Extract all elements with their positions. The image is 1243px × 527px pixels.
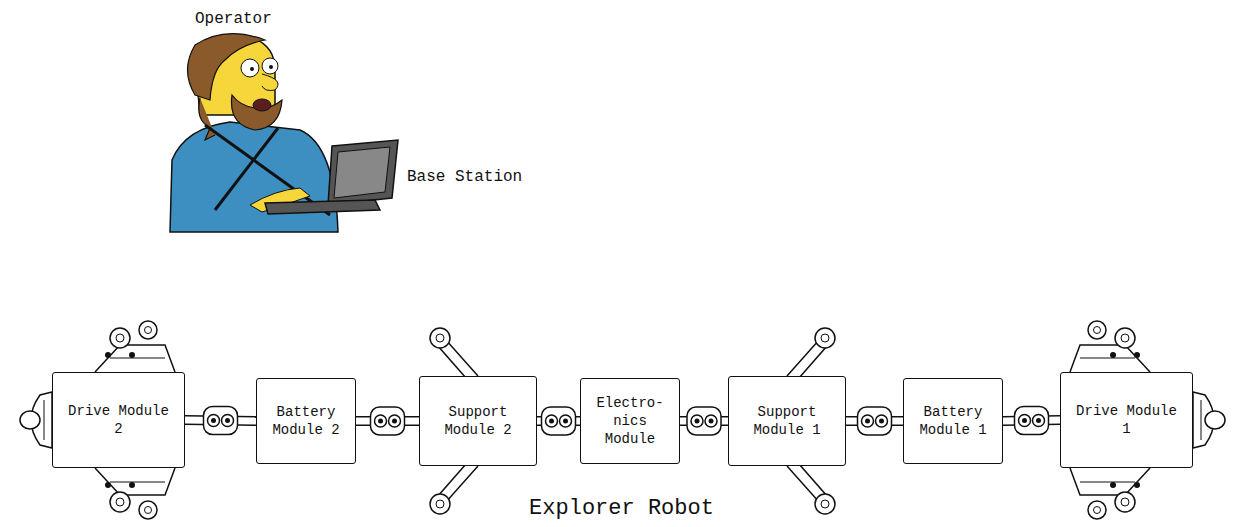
joint-bearing	[1033, 415, 1045, 427]
module-box: Support Module 1	[728, 376, 846, 466]
joint-pin	[392, 419, 397, 424]
joint-pin	[709, 419, 714, 424]
module-box: Support Module 2	[419, 376, 537, 466]
joint-bearing	[222, 415, 234, 427]
module-name: Drive Module 2	[64, 402, 173, 438]
joint-pin	[549, 419, 554, 424]
module-name: Electro- nics Module	[592, 394, 668, 448]
module-name: Battery Module 1	[915, 403, 991, 439]
module-name: Drive Module 1	[1072, 402, 1181, 438]
joint-bearing	[546, 415, 558, 427]
module-box: Drive Module 2	[52, 372, 185, 468]
joint-bearing	[208, 415, 220, 427]
joint-pin	[225, 418, 230, 423]
module-name: Support Module 1	[740, 403, 834, 439]
joint-housing	[687, 407, 721, 435]
module-box: Battery Module 1	[903, 378, 1003, 464]
caption-label: Operator	[195, 10, 272, 28]
diagram-title: Explorer Robot	[0, 496, 1243, 521]
joint-bearing	[691, 415, 703, 427]
module-box: Drive Module 1	[1060, 372, 1193, 468]
joint-housing	[542, 407, 576, 435]
joint-bearing	[876, 415, 888, 427]
module-name: Battery Module 2	[268, 403, 344, 439]
module-name: Support Module 2	[431, 403, 525, 439]
joint-bearing	[389, 415, 401, 427]
module-box: Electro- nics Module	[580, 378, 680, 464]
joint-pin	[378, 419, 383, 424]
joint-housing	[858, 407, 892, 435]
joint-group	[846, 407, 903, 435]
joint-housing	[371, 407, 405, 435]
joint-bearing	[560, 415, 572, 427]
module-box: Battery Module 2	[256, 378, 356, 464]
joint-pin	[211, 418, 216, 423]
joint-pin	[1036, 418, 1041, 423]
joint-group	[356, 407, 419, 435]
joint-pin	[879, 419, 884, 424]
caption-label: Base Station	[407, 168, 522, 186]
operator-figure	[170, 34, 398, 232]
joint-pin	[865, 419, 870, 424]
joint-bearing	[705, 415, 717, 427]
joint-bearing	[862, 415, 874, 427]
joint-bearing	[375, 415, 387, 427]
joint-group	[537, 407, 580, 435]
joint-pin	[695, 419, 700, 424]
joint-housing	[204, 407, 238, 435]
joint-housing	[1015, 407, 1049, 435]
joint-group	[185, 407, 256, 435]
joint-bearing	[1019, 415, 1031, 427]
joint-group	[680, 407, 728, 435]
joint-pin	[1022, 418, 1027, 423]
joint-pin	[563, 419, 568, 424]
joint-group	[1003, 407, 1060, 435]
